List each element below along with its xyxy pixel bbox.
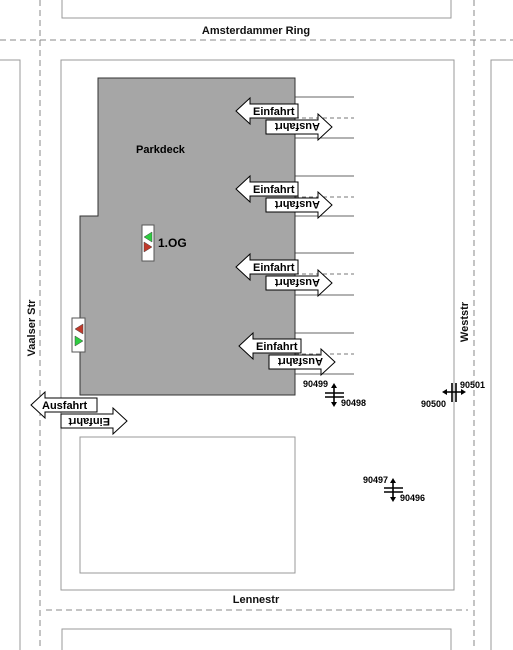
entry-label: Einfahrt xyxy=(256,341,298,353)
sensor-label-90498: 90498 xyxy=(341,398,366,408)
exit-label: Ausfahrt xyxy=(274,120,320,132)
ramp-1: Einfahrt Ausfahrt xyxy=(235,96,333,142)
exit-arrow-icon xyxy=(265,190,333,220)
exit-arrow-icon xyxy=(268,347,336,377)
entrance-red-arrow-icon xyxy=(74,323,84,335)
exit-label: Ausfahrt xyxy=(274,198,320,210)
entry-arrow-icon xyxy=(238,331,302,361)
street-top: Amsterdammer Ring xyxy=(202,25,310,37)
level-down-red-arrow-icon xyxy=(143,241,153,253)
city-block xyxy=(60,59,455,591)
entry-label: Einfahrt xyxy=(253,184,295,196)
exit-label: Ausfahrt xyxy=(42,400,88,412)
sensor-label-90499: 90499 xyxy=(303,379,328,389)
sensor-90497-90496 xyxy=(384,478,403,502)
ramp-2: Einfahrt Ausfahrt xyxy=(235,174,333,220)
courtyard xyxy=(79,436,296,574)
entry-arrow-icon xyxy=(235,252,299,282)
exit-arrow-icon xyxy=(30,390,98,420)
street-left: Vaalser Str xyxy=(26,299,38,357)
ramp-3: Einfahrt Ausfahrt xyxy=(235,252,333,298)
ramp-street: Ausfahrt Einfahrt xyxy=(30,390,128,436)
street-bottom: Lennestr xyxy=(233,594,280,606)
sensor-label-90501: 90501 xyxy=(460,380,485,390)
sensor-label-90496: 90496 xyxy=(400,493,425,503)
sensor-90499-90498 xyxy=(325,383,344,407)
ramp-4: Einfahrt Ausfahrt xyxy=(238,331,336,377)
entry-label: Einfahrt xyxy=(253,262,295,274)
exit-arrow-icon xyxy=(265,112,333,142)
entry-label: Einfahrt xyxy=(253,106,295,118)
entrance-signal-box xyxy=(71,317,86,353)
ramp-lane-dashes xyxy=(295,117,354,355)
level-up-green-arrow-icon xyxy=(143,231,153,243)
exit-arrow-icon xyxy=(265,268,333,298)
building-name: Parkdeck xyxy=(136,144,186,156)
entry-label: Einfahrt xyxy=(68,415,110,427)
sensor-label-90497: 90497 xyxy=(363,475,388,485)
sensor-label-90500: 90500 xyxy=(421,399,446,409)
street-right: Weststr xyxy=(459,301,471,342)
entry-arrow-icon xyxy=(60,406,128,436)
sensor-90501-90500 xyxy=(442,383,466,402)
entry-arrow-icon xyxy=(235,174,299,204)
entry-arrow-icon xyxy=(235,96,299,126)
level-label: 1.OG xyxy=(158,236,187,250)
parkdeck-building xyxy=(79,77,296,396)
exit-label: Ausfahrt xyxy=(277,355,323,367)
exit-label: Ausfahrt xyxy=(274,276,320,288)
entrance-green-arrow-icon xyxy=(74,335,84,347)
